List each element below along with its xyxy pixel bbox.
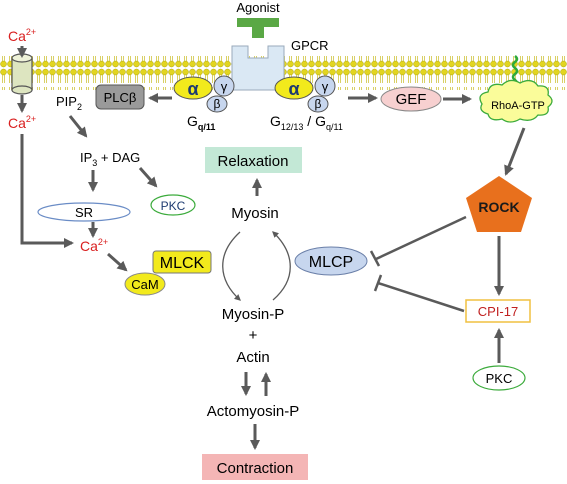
contraction-label: Contraction <box>217 460 294 477</box>
cam-node <box>124 272 166 296</box>
arrow-dag-to-pkc <box>138 167 158 188</box>
calcium-channel <box>11 53 33 95</box>
svg-text:γ: γ <box>221 79 228 94</box>
ca-cytosol-label: Ca2+ <box>80 237 108 254</box>
svg-text:β: β <box>315 97 322 111</box>
plus-label: + <box>249 327 258 344</box>
arrow-cycle-phosphorylation <box>222 231 241 301</box>
gef-node <box>380 86 442 112</box>
g1213-label: G12/13 / Gq/11 <box>270 113 343 132</box>
pkc-bottom-label: PKC <box>486 371 513 386</box>
gpcr-label: GPCR <box>291 38 329 53</box>
relaxation-label: Relaxation <box>218 153 289 170</box>
plcb-label: PLCβ <box>104 90 137 105</box>
arrow-ca-to-cam <box>107 252 128 272</box>
ca-intracellular-label: Ca2+ <box>8 114 36 131</box>
rhoa-gtp-cloud <box>479 79 553 123</box>
cpi17-box <box>465 299 531 323</box>
mlcp-node <box>294 246 368 276</box>
mlck-box <box>152 250 212 274</box>
inhibit-cpi17-mlcp <box>377 281 465 313</box>
svg-text:α: α <box>187 79 198 99</box>
inhibit-rock-mlcp-bar <box>369 250 381 267</box>
gef-label: GEF <box>396 91 427 108</box>
agonist-label: Agonist <box>236 0 280 15</box>
inhibit-cpi17-mlcp-bar <box>373 274 383 292</box>
agonist-ligand <box>237 18 279 27</box>
pkc-dag-label: PKC <box>161 199 186 213</box>
myosin-p-label: Myosin-P <box>222 306 285 323</box>
pkc-dag-node <box>150 194 196 216</box>
arrow-cycle-dephosphorylation <box>272 231 291 301</box>
gpcr-receptor <box>231 45 285 91</box>
pip2-label: PIP2 <box>56 94 82 112</box>
rock-pentagon <box>466 176 532 232</box>
rhoa-gtp-label: RhoA-GTP <box>491 100 545 112</box>
myosin-label: Myosin <box>231 205 279 222</box>
svg-text:α: α <box>288 79 299 99</box>
cpi17-label: CPI-17 <box>478 304 518 319</box>
mlcp-label: MLCP <box>309 254 353 271</box>
inhibit-rock-mlcp <box>375 215 467 261</box>
g-protein-g1213: α γ β <box>274 75 336 113</box>
g-protein-gq11: α γ β <box>173 75 235 113</box>
agonist-stem <box>252 26 264 38</box>
svg-text:β: β <box>214 97 221 111</box>
contraction-box <box>202 454 308 480</box>
gq11-label: Gq/11 <box>187 113 215 132</box>
plcb-box <box>95 84 145 110</box>
pkc-bottom-node <box>472 365 526 391</box>
sr-organelle <box>37 202 131 222</box>
actin-label: Actin <box>236 349 269 366</box>
relaxation-box <box>205 147 302 173</box>
actomyosin-p-label: Actomyosin-P <box>207 403 300 420</box>
arrow-pip2-to-ip3 <box>68 115 88 138</box>
sr-label: SR <box>75 205 93 220</box>
mlck-label: MLCK <box>160 255 205 272</box>
cam-label: CaM <box>131 277 158 292</box>
arrow-ca-to-cytosol <box>20 134 75 249</box>
ca-extracellular-label: Ca2+ <box>8 27 36 44</box>
svg-text:γ: γ <box>322 79 329 94</box>
arrow-rhoa-to-rock <box>504 127 526 176</box>
rock-label: ROCK <box>478 199 519 215</box>
ip3-dag-label: IP3 + DAG <box>80 150 140 168</box>
